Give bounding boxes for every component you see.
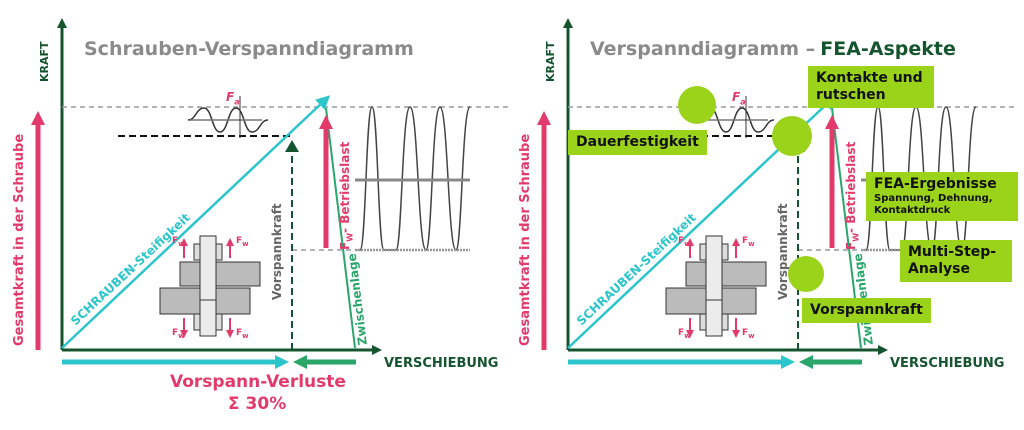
operating-load-wave xyxy=(359,106,471,251)
left-fw-top-left-sym: F xyxy=(172,236,179,246)
preload-bullet xyxy=(788,256,824,292)
right-fw-bottom-right-sym: F xyxy=(742,328,749,338)
bolt-joint-illustration xyxy=(159,235,261,338)
left-title: Schrauben-Verspanndiagramm xyxy=(84,38,414,60)
right-fw-bottom-right-sub: w xyxy=(748,331,755,340)
right-diagram-graphics xyxy=(537,18,1016,369)
right-fw-bottom-left-sub: w xyxy=(684,331,691,340)
left-diagram-panel: Schrauben-Verspanndiagramm KRAFT VERSCHI… xyxy=(12,18,510,414)
left-fw-top-left-sub: w xyxy=(178,239,185,248)
left-operating-load-sub: W xyxy=(345,232,355,242)
fatigue-bullet xyxy=(678,86,716,124)
interlayer-stiffness-line xyxy=(325,107,356,349)
right-fw-bottom-left-sym: F xyxy=(678,328,685,338)
left-amplitude-label: Fa xyxy=(226,90,240,106)
right-fw-top-right-sub: w xyxy=(748,239,755,248)
left-fw-bottom-left-sym: F xyxy=(172,328,179,338)
right-fw-top-left-sub: w xyxy=(684,239,691,248)
left-total-force-label: Gesamtkraft in der Schraube xyxy=(12,133,27,346)
right-amplitude-label: Fa xyxy=(732,90,746,106)
left-fw-bottom-right: Fw xyxy=(236,328,249,340)
right-fw-bottom-left: Fw xyxy=(678,328,691,340)
left-loss-line2: Σ 30% xyxy=(228,394,287,414)
right-preload-label: Vorspannkraft xyxy=(776,203,790,300)
box-contacts: Kontakte und rutschen xyxy=(808,66,934,108)
box-fea-results: FEA-Ergebnisse Spannung, Dehnung, Kontak… xyxy=(866,172,1018,221)
left-fw-top-right-sub: w xyxy=(242,239,249,248)
right-fw-top-left: Fw xyxy=(678,236,691,248)
left-diagram-graphics xyxy=(31,18,510,369)
right-diagram-panel: Verspanndiagramm – FEA-Aspekte KRAFT VER… xyxy=(506,0,1018,430)
box-fea-results-title: FEA-Ergebnisse xyxy=(874,176,997,192)
right-operating-load-text: Betriebslast xyxy=(844,141,858,224)
left-preload-label: Vorspannkraft xyxy=(270,203,284,300)
left-fw-bottom-left: Fw xyxy=(172,328,185,340)
right-fw-top-left-sym: F xyxy=(678,236,685,246)
right-fw-top-right: Fw xyxy=(742,236,755,248)
left-fw-bottom-right-sub: w xyxy=(242,331,249,340)
bolt-joint-illustration xyxy=(665,235,767,338)
preload-vertical-arrowhead xyxy=(285,140,299,152)
box-preload: Vorspannkraft xyxy=(802,298,931,323)
right-y-axis-label: KRAFT xyxy=(544,41,557,82)
right-amplitude-symbol: F xyxy=(732,90,741,104)
left-fw-top-right: Fw xyxy=(236,236,249,248)
right-fw-bottom-right: Fw xyxy=(742,328,755,340)
right-title-part2: FEA-Aspekte xyxy=(820,38,956,60)
right-fw-top-right-sym: F xyxy=(742,236,749,246)
left-fw-top-left: Fw xyxy=(172,236,185,248)
screw-stiffness-line xyxy=(61,95,331,349)
left-loss-line1: Vorspann-Verluste xyxy=(170,372,346,392)
right-title-part1: Verspanndiagramm – xyxy=(590,38,816,60)
operating-load-wave xyxy=(865,106,977,251)
right-operating-load-symbol: F xyxy=(844,241,858,250)
left-fw-bottom-right-sym: F xyxy=(236,328,243,338)
left-operating-load-symbol: F xyxy=(338,241,352,250)
right-x-axis-label: VERSCHIEBUNG xyxy=(890,356,1005,371)
right-operating-load-label: FW- Betriebslast xyxy=(844,141,861,250)
left-amplitude-sub: a xyxy=(234,97,240,107)
left-amplitude-symbol: F xyxy=(226,90,235,104)
left-fw-bottom-left-sub: w xyxy=(178,331,185,340)
contacts-bullet xyxy=(772,116,812,156)
right-amplitude-sub: a xyxy=(740,97,746,107)
left-fw-top-right-sym: F xyxy=(236,236,243,246)
right-total-force-label: Gesamtkraft in der Schraube xyxy=(518,133,533,346)
right-operating-load-sub: W xyxy=(851,232,861,242)
box-fatigue: Dauerfestigkeit xyxy=(568,130,707,155)
left-x-axis-label: VERSCHIEBUNG xyxy=(384,356,499,371)
box-fea-results-detail: Spannung, Dehnung, Kontaktdruck xyxy=(874,192,993,216)
left-operating-load-text: Betriebslast xyxy=(338,141,352,224)
right-title: Verspanndiagramm – FEA-Aspekte xyxy=(590,38,956,60)
box-multistep: Multi-Step-Analyse xyxy=(900,240,1012,282)
left-y-axis-label: KRAFT xyxy=(38,41,51,82)
left-operating-load-label: FW- Betriebslast xyxy=(338,141,355,250)
